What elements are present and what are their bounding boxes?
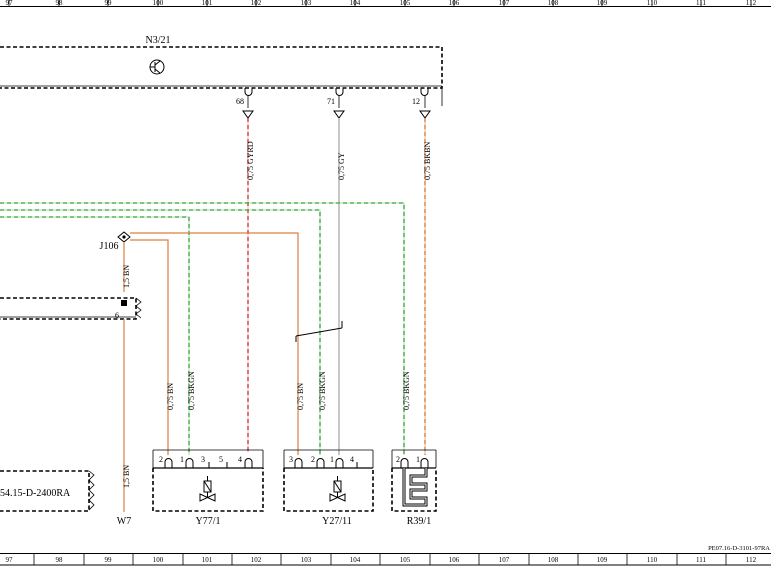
j106-splice: J106 1,5 BN: [100, 231, 299, 455]
y27-11-label: Y27/11: [322, 516, 352, 527]
heating-element-icon: [402, 468, 428, 507]
ruler-top-label: 98: [56, 0, 64, 7]
ruler-bottom-label: 106: [449, 556, 460, 564]
y77-1-label: Y77/1: [196, 516, 221, 527]
ruler-top-label: 112: [746, 0, 757, 7]
y77-1-valve: 2 1 3 5 4 Y77/1: [152, 449, 264, 527]
connector-pin-6: 6: [115, 311, 119, 320]
r39-1-heater: 2 1 R39/1: [391, 449, 437, 527]
ruler-top-label: 99: [105, 0, 113, 7]
ruler-top-label: 111: [696, 0, 706, 7]
ruler-top-label: 100: [153, 0, 164, 7]
ruler-bottom-label: 97: [6, 556, 14, 564]
wire-label-bn-j106: 1,5 BN: [122, 265, 131, 288]
wire-label-bn-y77: 0,75 BN: [166, 383, 175, 410]
ruler-top-label: 104: [350, 0, 361, 7]
wire-label-bn-w7: 1,5 BN: [122, 465, 131, 488]
n3-21-pin-71: 71: [327, 88, 344, 106]
ruler-bottom-label: 98: [56, 556, 64, 564]
n3-21-label: N3/21: [146, 35, 171, 46]
ruler-bottom-label: 104: [350, 556, 361, 564]
ruler-bottom-label: 112: [746, 556, 757, 564]
n3-21-pin-68: 68: [236, 88, 253, 106]
wire-labels-lower: 0,75 BN 0,75 BKGN 0,75 BN 0,75 BKGN 0,75…: [166, 371, 411, 410]
left-connector: 6 1,5 BN W7: [0, 297, 142, 527]
svg-text:71: 71: [327, 97, 335, 106]
ruler-top-label: 101: [202, 0, 213, 7]
wire-label-gy: 0,75 GY: [337, 152, 346, 180]
ruler-bottom-label: 108: [548, 556, 559, 564]
bus-wires: [0, 202, 405, 455]
y77-1-pin-1: 1: [180, 455, 184, 464]
ruler-bottom-label: 100: [153, 556, 164, 564]
ruler-bottom-label: 99: [105, 556, 113, 564]
y27-11-pins: [294, 458, 358, 468]
ruler-top-label: 108: [548, 0, 559, 7]
y77-1-pin-3: 3: [201, 455, 205, 464]
top-ruler: 97 98 99 100 101 102 103 104 105 106 107…: [0, 0, 771, 7]
y27-11-pin-3: 3: [289, 455, 293, 464]
ruler-bottom-label: 105: [400, 556, 411, 564]
document-id: PE07.16-D-3101-97RA: [708, 545, 770, 552]
ruler-bottom-label: 103: [301, 556, 312, 564]
ruler-top-label: 102: [251, 0, 262, 7]
transistor-icon: [149, 59, 165, 75]
ruler-top-label: 110: [647, 0, 658, 7]
ruler-bottom-label: 107: [499, 556, 510, 564]
wire-label-bkgn-y77: 0,75 BKGN: [187, 371, 196, 410]
ruler-top-label: 106: [449, 0, 460, 7]
shield-symbol: [295, 321, 343, 342]
solenoid-valve-icon: [329, 476, 346, 502]
w7-label: W7: [117, 516, 131, 527]
y77-1-pins: [164, 458, 253, 468]
ruler-top-label: 105: [400, 0, 411, 7]
wire-label-bkbn: 0,75 BKBN: [423, 142, 432, 180]
wire-label-bkgn-r39: 0,75 BKGN: [402, 371, 411, 410]
y27-11-pin-4: 4: [350, 455, 354, 464]
ruler-top-label: 109: [597, 0, 608, 7]
y27-11-valve: 3 2 1 4 Y27/11: [283, 449, 374, 527]
ruler-top-label: 103: [301, 0, 312, 7]
ruler-bottom-label: 102: [251, 556, 262, 564]
ruler-bottom-label: 111: [696, 556, 706, 564]
j106-label: J106: [100, 241, 119, 252]
bottom-ruler: 97 98 99 100 101 102 103 104 105 106 107…: [0, 545, 771, 566]
wire-bkbn: 0,75 BKBN: [419, 96, 432, 455]
r39-1-pin-2: 2: [396, 455, 400, 464]
y77-1-pin-2: 2: [159, 455, 163, 464]
svg-text:12: 12: [412, 97, 420, 106]
r39-1-pin-1: 1: [416, 455, 420, 464]
ruler-bottom-label: 101: [202, 556, 213, 564]
y27-11-pin-2: 2: [311, 455, 315, 464]
y77-1-pin-4: 4: [238, 455, 242, 464]
reference-box-label: 54.15-D-2400RA: [0, 488, 71, 499]
svg-text:68: 68: [236, 97, 244, 106]
wire-label-gyrd: 0,75 GYRD: [246, 141, 255, 180]
r39-1-pins: [400, 458, 429, 468]
reference-box: 54.15-D-2400RA: [0, 470, 95, 512]
ruler-bottom-label: 109: [597, 556, 608, 564]
ruler-top-label: 107: [499, 0, 510, 7]
ruler-top-label: 97: [6, 0, 14, 7]
wire-gy: 0,75 GY: [333, 96, 346, 455]
n3-21-pin-12: 12: [412, 88, 429, 106]
solenoid-valve-icon: [199, 476, 216, 502]
n3-21-control-unit: N3/21 68 71 12: [0, 35, 443, 106]
ruler-bottom-label: 110: [647, 556, 658, 564]
wire-label-bn-y27: 0,75 BN: [296, 383, 305, 410]
wire-gyrd: 0,75 GYRD: [242, 96, 255, 452]
r39-1-label: R39/1: [407, 516, 431, 527]
y27-11-pin-1: 1: [330, 455, 334, 464]
wire-label-bkgn-y27: 0,75 BKGN: [318, 371, 327, 410]
y77-1-pin-5: 5: [219, 455, 223, 464]
